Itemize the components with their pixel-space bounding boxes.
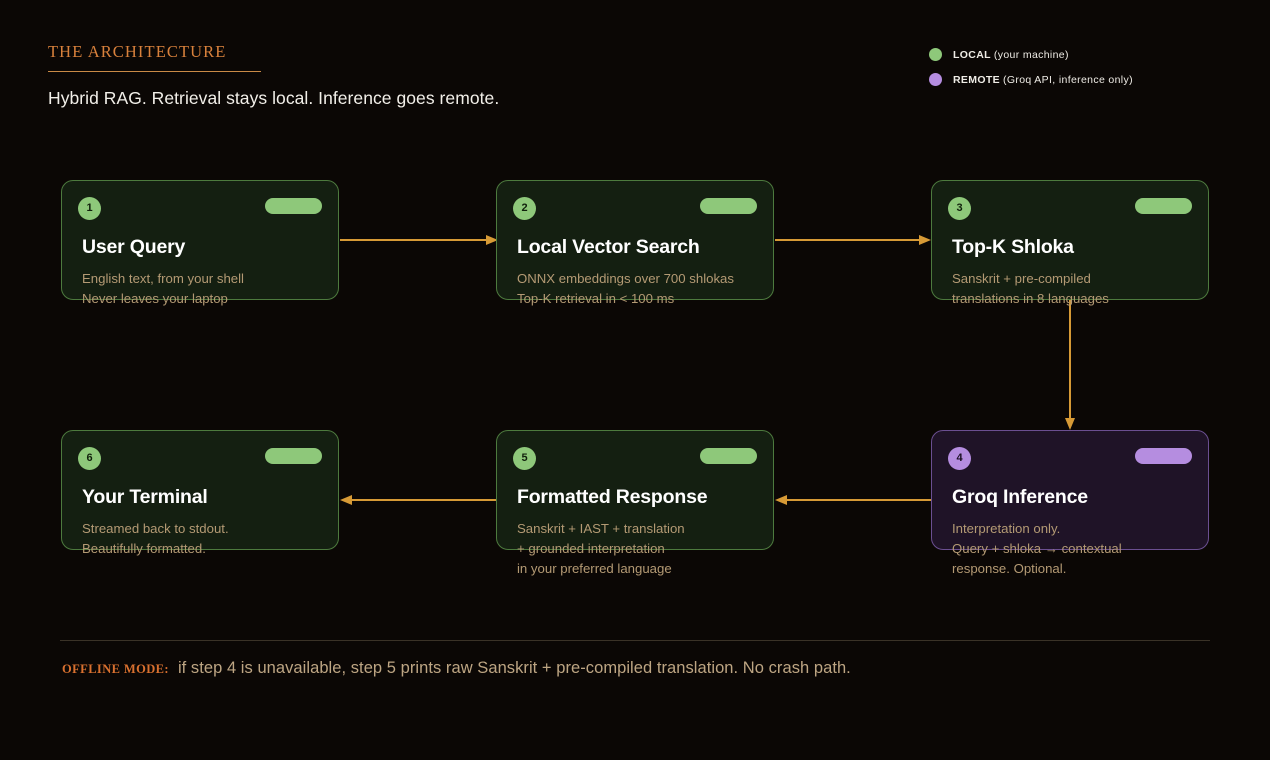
card-description: English text, from your shell Never leav… bbox=[82, 269, 244, 309]
card-description: Interpretation only. Query + shloka → co… bbox=[952, 519, 1122, 579]
step-badge: 2 bbox=[513, 197, 536, 220]
card-desc-line: Query + shloka → contextual bbox=[952, 541, 1122, 556]
card-title: Your Terminal bbox=[82, 486, 208, 508]
zone-pill-remote bbox=[1135, 448, 1192, 464]
card-title: Top-K Shloka bbox=[952, 236, 1074, 258]
legend-remote-name: REMOTE bbox=[953, 73, 1001, 86]
card-desc-line: Interpretation only. bbox=[952, 521, 1061, 536]
card-desc-line: Sanskrit + pre-compiled bbox=[952, 271, 1091, 286]
card-description: ONNX embeddings over 700 shlokas Top-K r… bbox=[517, 269, 734, 309]
flow-card-local-vector-search[interactable]: 2 Local Vector Search ONNX embeddings ov… bbox=[496, 180, 774, 306]
connector-3-to-4 bbox=[1058, 300, 1082, 432]
legend-local-name: LOCAL bbox=[953, 48, 991, 61]
footer-divider bbox=[60, 640, 1210, 641]
footer-label: OFFLINE MODE: bbox=[62, 662, 169, 676]
footer-note: OFFLINE MODE: if step 4 is unavailable, … bbox=[62, 659, 851, 678]
legend: LOCAL(your machine) REMOTE(Groq API, inf… bbox=[929, 44, 1133, 94]
legend-label-local: LOCAL(your machine) bbox=[953, 49, 1069, 61]
step-badge: 3 bbox=[948, 197, 971, 220]
card-desc-line: Never leaves your laptop bbox=[82, 291, 228, 306]
flow-card-formatted-response[interactable]: 5 Formatted Response Sanskrit + IAST + t… bbox=[496, 430, 774, 576]
flow-card-top-k-shloka[interactable]: 3 Top-K Shloka Sanskrit + pre-compiled t… bbox=[931, 180, 1209, 306]
card-title: Local Vector Search bbox=[517, 236, 700, 258]
card-desc-line: response. Optional. bbox=[952, 561, 1067, 576]
card-desc-line: + grounded interpretation bbox=[517, 541, 665, 556]
page-eyebrow: THE ARCHITECTURE bbox=[48, 42, 227, 61]
card-description: Streamed back to stdout. Beautifully for… bbox=[82, 519, 229, 559]
flow-card-user-query[interactable]: 1 User Query English text, from your she… bbox=[61, 180, 339, 306]
zone-pill-local bbox=[700, 198, 757, 214]
card-desc-line: Top-K retrieval in < 100 ms bbox=[517, 291, 675, 306]
card-desc-line: English text, from your shell bbox=[82, 271, 244, 286]
connector-1-to-2 bbox=[340, 228, 500, 252]
connector-2-to-3 bbox=[775, 228, 933, 252]
card-desc-line: Beautifully formatted. bbox=[82, 541, 206, 556]
eyebrow-divider bbox=[48, 71, 261, 72]
connector-4-to-5 bbox=[775, 488, 933, 512]
legend-remote-note: (Groq API, inference only) bbox=[1003, 73, 1133, 86]
flow-card-your-terminal[interactable]: 6 Your Terminal Streamed back to stdout.… bbox=[61, 430, 339, 556]
zone-pill-local bbox=[700, 448, 757, 464]
card-desc-line: Sanskrit + IAST + translation bbox=[517, 521, 685, 536]
zone-pill-local bbox=[265, 448, 322, 464]
step-badge: 6 bbox=[78, 447, 101, 470]
legend-dot-local-icon bbox=[929, 48, 942, 61]
card-desc-line: Streamed back to stdout. bbox=[82, 521, 229, 536]
card-title: User Query bbox=[82, 236, 186, 258]
card-desc-line: translations in 8 languages bbox=[952, 291, 1109, 306]
legend-local-note: (your machine) bbox=[993, 48, 1069, 61]
page-subtitle: Hybrid RAG. Retrieval stays local. Infer… bbox=[48, 88, 500, 108]
card-description: Sanskrit + pre-compiled translations in … bbox=[952, 269, 1109, 309]
legend-label-remote: REMOTE(Groq API, inference only) bbox=[953, 74, 1133, 86]
card-title: Formatted Response bbox=[517, 486, 708, 508]
legend-dot-remote-icon bbox=[929, 73, 942, 86]
step-badge: 4 bbox=[948, 447, 971, 470]
footer-text: if step 4 is unavailable, step 5 prints … bbox=[177, 659, 851, 677]
step-badge: 1 bbox=[78, 197, 101, 220]
connector-5-to-6 bbox=[340, 488, 500, 512]
zone-pill-local bbox=[1135, 198, 1192, 214]
flow-card-groq-inference[interactable]: 4 Groq Inference Interpretation only. Qu… bbox=[931, 430, 1209, 576]
legend-item-local: LOCAL(your machine) bbox=[929, 44, 1133, 65]
card-desc-line: in your preferred language bbox=[517, 561, 672, 576]
step-badge: 5 bbox=[513, 447, 536, 470]
legend-item-remote: REMOTE(Groq API, inference only) bbox=[929, 69, 1133, 90]
card-description: Sanskrit + IAST + translation + grounded… bbox=[517, 519, 685, 579]
card-title: Groq Inference bbox=[952, 486, 1088, 508]
zone-pill-local bbox=[265, 198, 322, 214]
card-desc-line: ONNX embeddings over 700 shlokas bbox=[517, 271, 734, 286]
